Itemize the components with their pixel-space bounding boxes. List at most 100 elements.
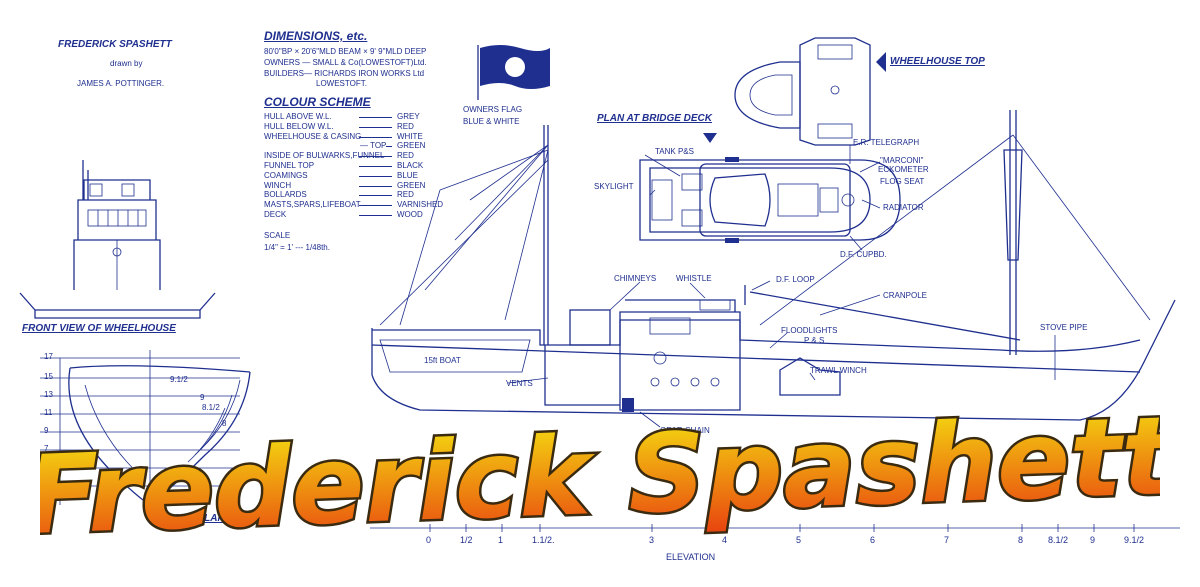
title-banner: Frederick Spashett (40, 395, 1160, 562)
flag-caption-2: BLUE & WHITE (463, 117, 520, 126)
owners-flag (477, 45, 550, 100)
elevation-station-label: 1/2 (460, 535, 473, 545)
front-view-title: FRONT VIEW OF WHEELHOUSE (22, 323, 176, 334)
colour-row-leader (359, 126, 392, 128)
vessel-name: FREDERICK SPASHETT (58, 39, 172, 50)
colour-row: COAMINGS BLUE (264, 171, 444, 181)
flag-caption-1: OWNERS FLAG (463, 105, 523, 114)
callout-cranpole: CRANPOLE (883, 291, 928, 300)
colour-row-leader (359, 166, 392, 167)
colour-row-leader (359, 195, 392, 197)
colour-row-colour: RED (397, 151, 414, 161)
elevation-station-label: 8.1/2 (1048, 535, 1069, 545)
callout-stove-pipe: STOVE PIPE (1040, 323, 1088, 332)
callout-radiator: RADIATOR (883, 203, 924, 212)
callout-skylight: SKYLIGHT (594, 182, 634, 191)
colour-row-part: BOLLARDS (264, 190, 307, 200)
elevation-station-label: 0 (426, 535, 432, 545)
body-plan-waterline-number: 11 (44, 408, 53, 417)
colour-row-part: COAMINGS (264, 170, 308, 180)
body-plan-title: BODY PLAN (166, 513, 225, 524)
body-plan-waterline-number: 15 (44, 372, 53, 381)
body-plan-curve-label: 9.1/2 (170, 375, 188, 384)
plan-bridge-title: PLAN AT BRIDGE DECK (597, 113, 712, 124)
body-plan-waterline-number: 7 (44, 444, 49, 453)
scale-value: 1/4" = 1' --- 1/48th. (264, 243, 330, 252)
colour-row: DECK WOOD (264, 210, 444, 220)
elevation-station-label: 9.1/2 (1124, 535, 1145, 545)
body-plan-waterline-number: 13 (44, 390, 53, 399)
elevation-station-label: 5 (796, 535, 802, 545)
colour-row-colour: BLUE (397, 170, 418, 180)
colour-row-colour: BLACK (397, 161, 424, 170)
callout-vents: VENTS (506, 379, 533, 388)
elevation-station-ruler (370, 524, 1180, 532)
flag-letter: S (508, 60, 517, 74)
callout-chimneys: CHIMNEYS (614, 274, 657, 283)
elevation-title: ELEVATION (666, 552, 716, 562)
elevation-station-label: 8 (1018, 535, 1024, 545)
draughtsman-name: JAMES A. POTTINGER. (77, 79, 165, 88)
dimensions-heading: DIMENSIONS, etc. (264, 29, 368, 43)
colour-row: — TOP GREEN (264, 141, 444, 151)
body-plan-curve-label: 8 (222, 419, 227, 428)
body-plan-curve-label: 8.1/2 (202, 403, 220, 412)
callout-whistle: WHISTLE (676, 274, 712, 283)
colour-row-colour: RED (397, 190, 414, 200)
drawn-by-label: drawn by (110, 59, 143, 68)
elevation-station-label: 3 (649, 535, 655, 545)
colour-row-colour: WOOD (397, 210, 423, 219)
colour-row-leader (359, 205, 392, 207)
colour-row-leader (359, 175, 392, 177)
colour-row-colour: VARNISHED (397, 200, 444, 210)
elevation-station-label: 6 (870, 535, 876, 545)
elevation-station-label: 1.1/2. (532, 535, 555, 545)
callout-eckometer: ECKOMETER (878, 165, 929, 174)
builders-town: LOWESTOFT. (316, 79, 367, 88)
colour-row-part: MASTS,SPARS,LIFEBOAT (264, 200, 361, 210)
wheelhouse-top-title: WHEELHOUSE TOP (890, 56, 985, 67)
colour-row-leader (359, 215, 392, 216)
colour-row: INSIDE OF BULWARKS,FUNNEL RED (264, 151, 444, 161)
callout-floodlights-ps: P & S (804, 336, 825, 345)
front-view-wheelhouse (19, 160, 216, 319)
callout-tank: TANK P&S (655, 147, 694, 156)
colour-row-part: HULL BELOW W.L. (264, 121, 334, 131)
colour-row-part: FUNNEL TOP (264, 161, 315, 170)
callout-marconi: "MARCONI" (880, 156, 924, 165)
colour-row-colour: GREY (397, 112, 420, 121)
colour-row: WHEELHOUSE & CASING WHITE (264, 132, 444, 142)
body-plan-waterline-number: 9 (44, 426, 49, 435)
colour-row-colour: WHITE (397, 131, 423, 141)
body-plan-waterline-number: 1 (44, 498, 49, 507)
scale-heading: SCALE (264, 231, 291, 240)
colour-row-colour: RED (397, 121, 414, 131)
elevation-station-label: 4 (722, 535, 728, 545)
body-plan-curve-label: 9 (200, 393, 205, 402)
elevation-station-label: 7 (944, 535, 950, 545)
callout-df-loop: D.F. LOOP (776, 275, 815, 284)
callout-er-telegraph: E.R. TELEGRAPH (853, 138, 920, 147)
colour-row-part: WINCH (264, 180, 292, 190)
colour-scheme-heading: COLOUR SCHEME (264, 95, 371, 109)
colour-row-leader (359, 117, 392, 118)
elevation-station-label: 9 (1090, 535, 1096, 545)
colour-row-part: INSIDE OF BULWARKS,FUNNEL (264, 151, 385, 161)
colour-row-colour: GREEN (397, 180, 426, 190)
banner-text: Frederick Spashett (40, 395, 1160, 559)
callout-boat: 15ft BOAT (424, 356, 461, 365)
body-plan-waterline-number: 3 (44, 480, 49, 489)
colour-row-part: WHEELHOUSE & CASING (264, 131, 362, 141)
callout-df-cupbd: D.F. CUPBD. (840, 250, 887, 259)
elevation-view (371, 110, 1176, 421)
colour-row-part: HULL ABOVE W.L. (264, 112, 332, 121)
colour-row: MASTS,SPARS,LIFEBOAT VARNISHED (264, 200, 444, 210)
colour-row-colour: GREEN (397, 141, 426, 151)
colour-row: BOLLARDS RED (264, 190, 444, 200)
colour-row-part: — TOP (360, 141, 387, 151)
colour-row-leader (359, 156, 392, 158)
colour-row-part: DECK (264, 210, 287, 219)
builders-line: BUILDERS— RICHARDS IRON WORKS Ltd (264, 69, 425, 78)
